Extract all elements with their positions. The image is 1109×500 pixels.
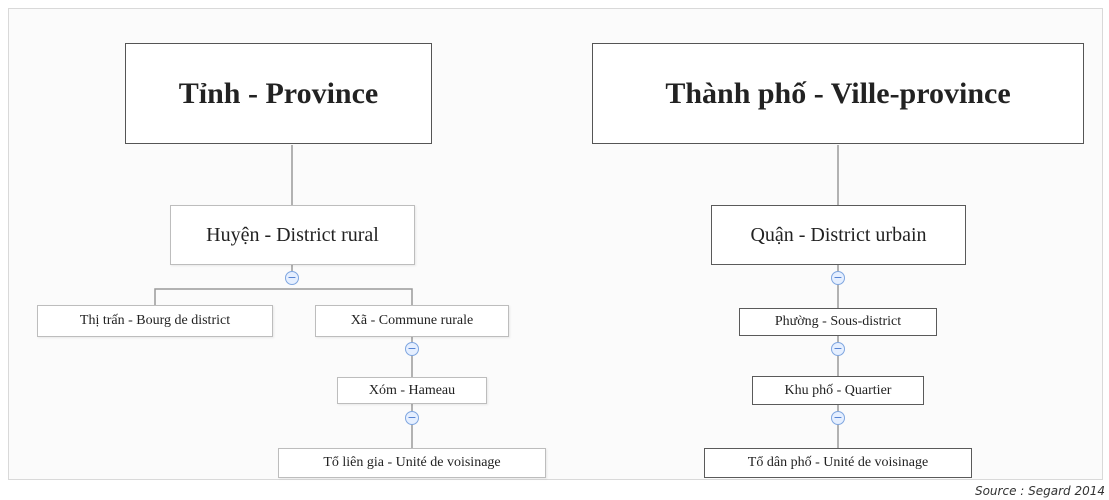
province-root-node[interactable]: Tỉnh - Province [125,43,432,144]
district-town-node[interactable]: Thị trấn - Bourg de district [37,305,273,337]
province-neighborhood-node[interactable]: Tổ liên gia - Unité de voisinage [278,448,546,478]
city-root-node[interactable]: Thành phố - Ville-province [592,43,1084,144]
hamlet-node[interactable]: Xóm - Hameau [337,377,487,404]
rural-district-node[interactable]: Huyện - District rural [170,205,415,265]
urban-district-node[interactable]: Quận - District urbain [711,205,966,265]
source-caption: Source : Segard 2014 [974,484,1105,498]
collapse-rural-district-icon[interactable]: − [285,271,299,285]
city-neighborhood-node[interactable]: Tổ dân phố - Unité de voisinage [704,448,972,478]
rural-commune-node[interactable]: Xã - Commune rurale [315,305,509,337]
quarter-node[interactable]: Khu phố - Quartier [752,376,924,405]
collapse-urban-district-icon[interactable]: − [831,271,845,285]
connector-district-children [154,288,413,305]
subdistrict-node[interactable]: Phường - Sous-district [739,308,937,336]
collapse-quarter-icon[interactable]: − [831,411,845,425]
collapse-subdistrict-icon[interactable]: − [831,342,845,356]
collapse-commune-icon[interactable]: − [405,342,419,356]
collapse-hamlet-icon[interactable]: − [405,411,419,425]
